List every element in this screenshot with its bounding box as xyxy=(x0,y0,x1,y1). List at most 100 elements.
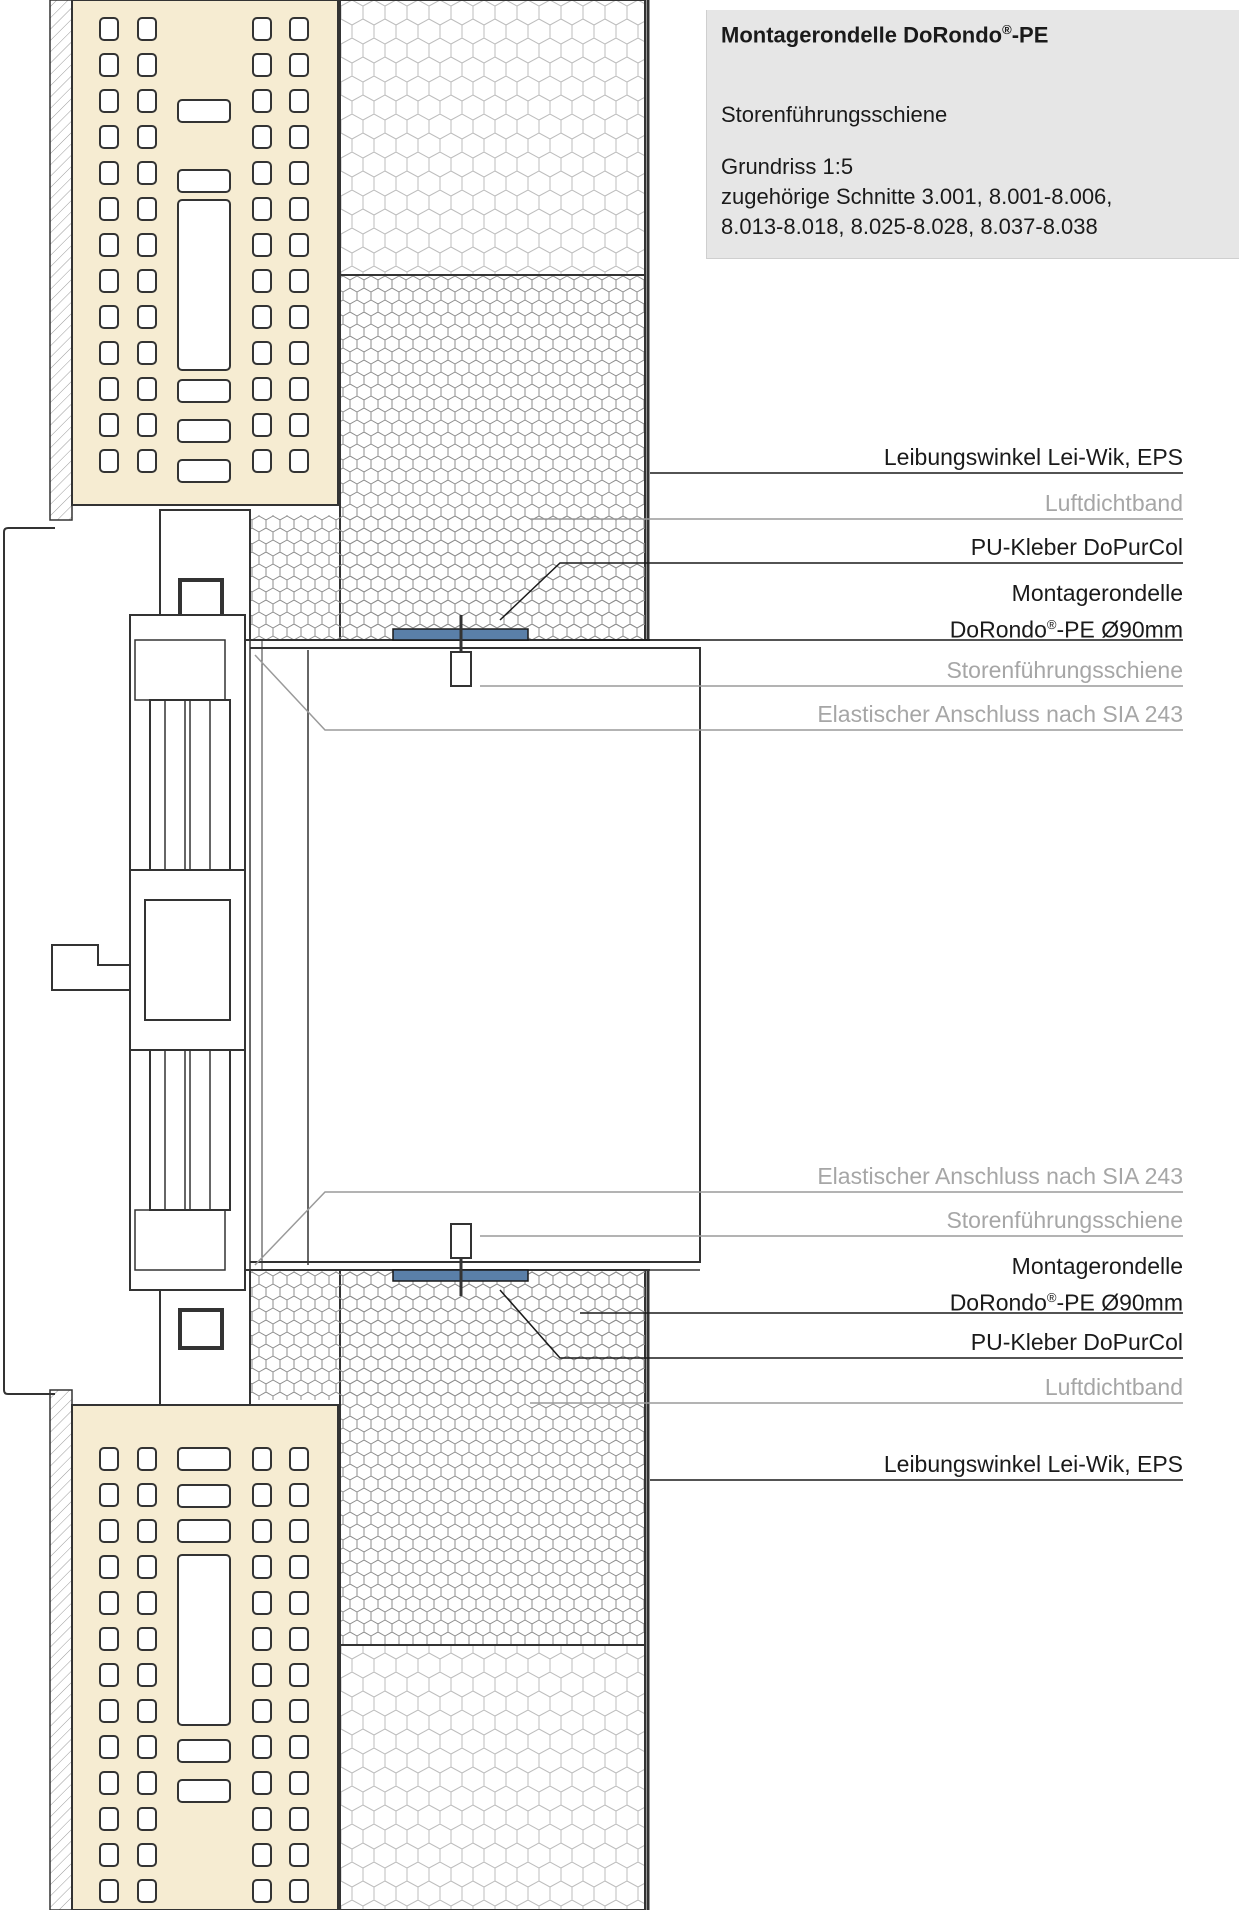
brick-hole xyxy=(252,377,272,401)
brick-hole xyxy=(137,89,157,113)
brick-hole xyxy=(99,377,119,401)
brick-hole xyxy=(137,1519,157,1543)
brick-hole xyxy=(99,1555,119,1579)
brick-hole xyxy=(137,1663,157,1687)
callout-storenfuehrungsschiene-top: Storenführungsschiene xyxy=(946,657,1183,683)
window-sill-outline xyxy=(3,527,55,1395)
brick-hole xyxy=(289,1627,309,1651)
brick-hole xyxy=(177,419,231,443)
brick-hole xyxy=(99,413,119,437)
brick-hole xyxy=(252,1627,272,1651)
window-frame xyxy=(3,509,309,1406)
brick-hole xyxy=(177,169,231,193)
storenfuehrungsschiene-top xyxy=(450,651,472,687)
brick-hole xyxy=(99,197,119,221)
brick-hole xyxy=(177,1484,231,1508)
callout-luftdichtband-bottom: Luftdichtband xyxy=(1044,1374,1183,1400)
callout-elastischer-anschluss-bottom: Elastischer Anschluss nach SIA 243 xyxy=(817,1163,1183,1189)
brick-hole xyxy=(289,377,309,401)
brick-hole xyxy=(177,1739,231,1763)
plaster-bottom xyxy=(49,1389,73,1910)
brick-hole xyxy=(99,1735,119,1759)
window-handle xyxy=(51,944,131,991)
brick-hole xyxy=(289,233,309,257)
brick-hole xyxy=(289,1591,309,1615)
brick-hole xyxy=(99,269,119,293)
brick-hole xyxy=(289,341,309,365)
brick-hole xyxy=(99,1663,119,1687)
brick-hole xyxy=(99,341,119,365)
brick-hole xyxy=(137,197,157,221)
callout-pu-kleber-bottom: PU-Kleber DoPurCol xyxy=(970,1329,1183,1355)
brick-hole xyxy=(289,1663,309,1687)
brick-hole xyxy=(137,377,157,401)
brick-hole xyxy=(252,1771,272,1795)
brick-hole xyxy=(252,197,272,221)
brick-hole xyxy=(252,341,272,365)
storenfuehrungsschiene-bottom xyxy=(450,1223,472,1259)
rondelle-bottom xyxy=(392,1258,529,1296)
brick-hole xyxy=(252,53,272,77)
rondelle-top xyxy=(392,615,529,652)
brick-hole xyxy=(289,125,309,149)
callout-montagerondelle-top-line2: DoRondo®-PE Ø90mm xyxy=(949,616,1183,643)
eps-top-light xyxy=(339,0,646,276)
eps-bottom-reveal xyxy=(250,1270,645,1400)
brick-hole xyxy=(137,1735,157,1759)
brick-hole xyxy=(99,53,119,77)
leader-lines xyxy=(254,472,1183,1481)
brick-hole xyxy=(99,89,119,113)
brick-hole xyxy=(137,53,157,77)
brick-hole xyxy=(137,1555,157,1579)
brick-hole xyxy=(289,413,309,437)
drawing-refs-line2: 8.013-8.018, 8.025-8.028, 8.037-8.038 xyxy=(721,214,1098,239)
brick-hole xyxy=(289,1483,309,1507)
brick-hole xyxy=(99,1771,119,1795)
brick-hole xyxy=(99,1879,119,1903)
brick-hole xyxy=(137,1771,157,1795)
brick-hole xyxy=(177,459,231,483)
brick-hole xyxy=(252,89,272,113)
brick-hole xyxy=(137,1591,157,1615)
brick-hole xyxy=(252,305,272,329)
eps-top-reveal xyxy=(250,515,645,640)
brick-hole xyxy=(252,1735,272,1759)
brick-hole xyxy=(289,17,309,41)
brick-hole xyxy=(289,1771,309,1795)
brick-hole xyxy=(289,1879,309,1903)
brick-hole xyxy=(137,413,157,437)
brick-hole xyxy=(252,17,272,41)
brick-hole xyxy=(177,379,231,403)
brick-hole xyxy=(99,1483,119,1507)
brick-hole xyxy=(289,1699,309,1723)
brick-hole xyxy=(252,269,272,293)
brick-hole xyxy=(137,449,157,473)
brick-hole xyxy=(137,1843,157,1867)
drawing-title: Montagerondelle DoRondo®-PE xyxy=(721,22,1049,48)
brick-hole xyxy=(252,233,272,257)
brick-hole xyxy=(137,1879,157,1903)
callout-montagerondelle-top: Montagerondelle DoRondo®-PE Ø90mm xyxy=(950,578,1183,646)
brick-hole xyxy=(252,1699,272,1723)
brick-hole xyxy=(99,125,119,149)
brick-hole xyxy=(289,1807,309,1831)
brick-hole xyxy=(252,413,272,437)
brick-hole xyxy=(177,99,231,123)
brick-hole xyxy=(177,1519,231,1543)
brick-hole xyxy=(289,53,309,77)
brick-hole xyxy=(289,269,309,293)
brick-hole xyxy=(137,125,157,149)
brick-hole xyxy=(289,1735,309,1759)
brick-hole xyxy=(289,1555,309,1579)
brick-hole xyxy=(99,1699,119,1723)
brick-hole xyxy=(137,161,157,185)
brick-hole xyxy=(252,161,272,185)
brick-hole xyxy=(99,161,119,185)
brick-hole xyxy=(252,1663,272,1687)
brick-hole xyxy=(177,1554,231,1726)
callout-storenfuehrungsschiene-bottom: Storenführungsschiene xyxy=(946,1207,1183,1233)
brick-hole xyxy=(289,1843,309,1867)
drawing-subtitle: Storenführungsschiene xyxy=(721,102,948,127)
brick-hole xyxy=(137,269,157,293)
